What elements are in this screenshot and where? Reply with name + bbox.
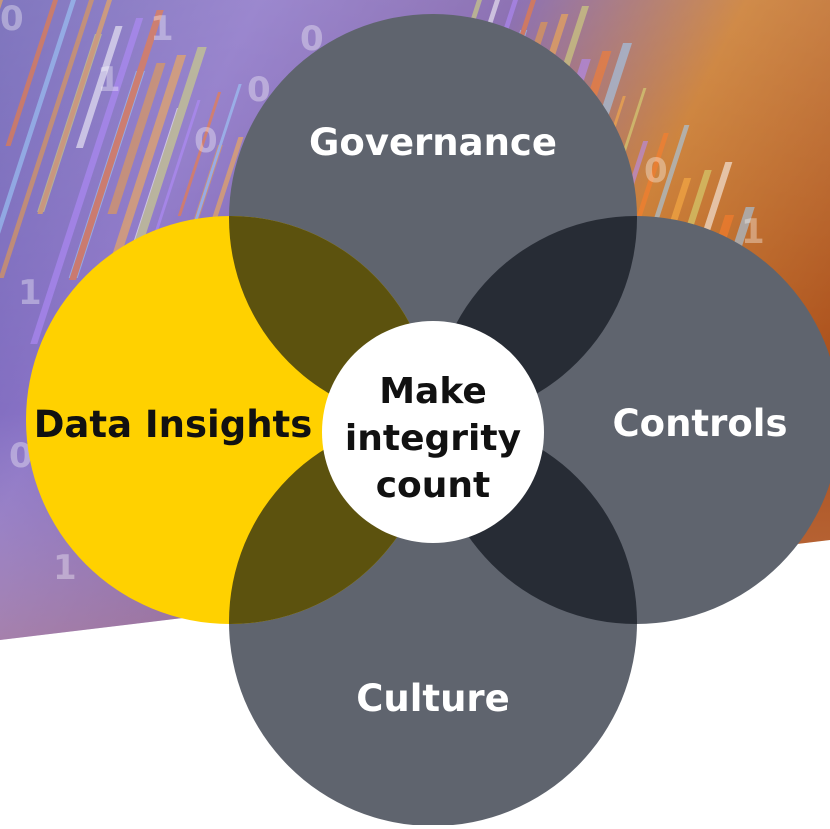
center-label-line-2: integrity [345,418,521,459]
label-governance: Governance [309,121,557,164]
background-digit: 0 [300,19,324,59]
background-digit: 1 [18,273,42,313]
background-stripe [107,63,166,214]
label-data-insights: Data Insights [34,403,313,446]
background-digit: 1 [741,212,765,252]
background-digit: 0 [194,121,218,161]
background-digit: 1 [97,60,121,100]
background-stripe [0,0,80,342]
background-digit: 1 [53,548,77,588]
background-stripe [69,10,164,280]
background-digit: 1 [150,9,174,49]
center-circle [322,321,544,543]
background-stripe [177,92,222,216]
center-label-line-3: count [376,465,491,506]
background-digit: 0 [644,151,668,191]
center-label-line-1: Make [379,371,487,412]
background-stripe [75,26,123,148]
label-culture: Culture [356,677,510,720]
label-controls: Controls [613,402,788,445]
background-stripe [0,0,101,278]
background-digit: 0 [9,436,33,476]
background-digit: 0 [0,0,24,39]
background-stripe [30,18,144,344]
background-digit: 0 [247,70,271,110]
background-stripe [37,0,121,214]
background-stripe [5,0,59,146]
